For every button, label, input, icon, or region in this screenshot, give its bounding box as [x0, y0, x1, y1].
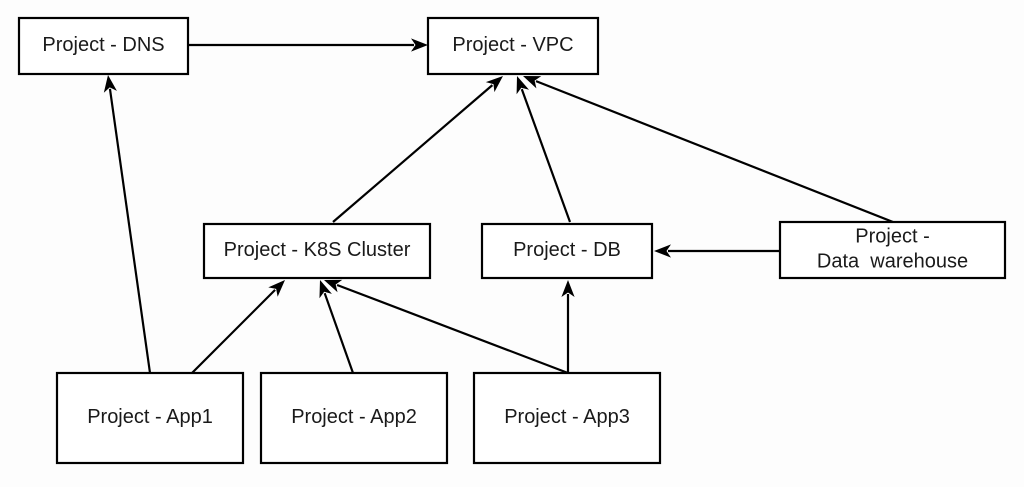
node-datawarehouse[interactable]: Project -Data warehouse	[778, 220, 1007, 280]
edge-shaft	[332, 84, 494, 223]
arrowhead-icon	[319, 280, 332, 299]
node-box[interactable]	[480, 222, 654, 280]
node-box[interactable]	[778, 220, 1007, 280]
edge-datawarehouse-to-db	[654, 244, 780, 258]
node-app1[interactable]: Project - App1	[55, 371, 245, 465]
edge-datawarehouse-to-vpc	[523, 76, 894, 224]
nodes-layer: Project - DNS Project - VPC Project - K8S …	[17, 16, 1007, 465]
node-box[interactable]	[426, 16, 600, 76]
node-label: Project - App2	[291, 406, 417, 428]
arrowhead-icon	[654, 244, 671, 258]
edge-app1-to-k8s	[191, 280, 285, 374]
edge-k8s-to-vpc	[332, 76, 503, 223]
node-box[interactable]	[472, 371, 662, 465]
node-db[interactable]: Project - DB	[480, 222, 654, 280]
edge-dns-to-vpc	[188, 38, 428, 52]
node-dns[interactable]: Project - DNS	[17, 16, 190, 76]
arrowhead-icon	[485, 76, 503, 93]
node-box[interactable]	[259, 371, 449, 465]
node-box[interactable]	[202, 222, 432, 280]
node-label: Project - DB	[513, 239, 621, 261]
arrowhead-icon	[411, 38, 428, 52]
node-box[interactable]	[17, 16, 190, 76]
node-label: Project - App3	[504, 406, 630, 428]
arrowhead-icon	[523, 76, 542, 89]
arrowhead-icon	[324, 279, 343, 293]
node-label: Project - VPC	[452, 34, 573, 56]
node-label: Project -Data warehouse	[817, 226, 968, 273]
edge-db-to-vpc	[516, 76, 572, 223]
edge-shaft	[535, 80, 894, 224]
arrowhead-icon	[103, 75, 117, 93]
edge-shaft	[191, 289, 276, 374]
edges-layer	[103, 38, 894, 375]
arrowhead-icon	[516, 76, 530, 95]
edge-shaft	[323, 292, 355, 374]
node-label: Project - App1	[87, 406, 213, 428]
node-k8s[interactable]: Project - K8S Cluster	[202, 222, 432, 280]
node-label: Project - DNS	[42, 34, 164, 56]
edge-shaft	[108, 88, 152, 374]
edge-shaft	[336, 283, 569, 375]
node-app3[interactable]: Project - App3	[472, 371, 662, 465]
node-app2[interactable]: Project - App2	[259, 371, 449, 465]
node-label: Project - K8S Cluster	[224, 239, 411, 261]
node-box[interactable]	[55, 371, 245, 465]
arrowhead-icon	[561, 280, 575, 297]
node-vpc[interactable]: Project - VPC	[426, 16, 600, 76]
edge-app3-to-k8s	[324, 279, 569, 375]
edge-app1-to-dns	[103, 75, 152, 374]
edge-shaft	[520, 88, 572, 223]
arrowhead-icon	[268, 280, 285, 297]
edge-app3-to-db	[561, 280, 575, 373]
edge-app2-to-k8s	[319, 280, 355, 374]
